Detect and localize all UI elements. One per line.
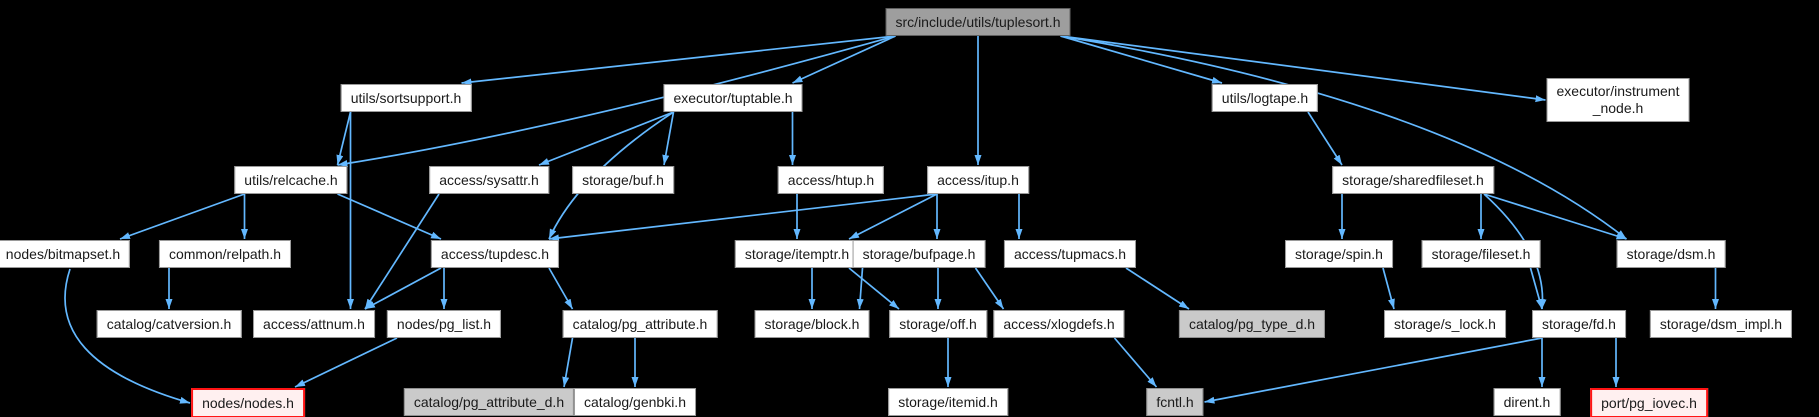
edge-tupdesc-to-pg_attribute	[548, 267, 574, 310]
node-instrument-line: _node.h	[1592, 100, 1644, 116]
node-tuptable[interactable]: executor/tuptable.h	[663, 84, 803, 112]
edge-itup-to-tupdesc	[548, 193, 938, 242]
edge-pg_list-to-nodes	[294, 337, 398, 388]
node-tupdesc[interactable]: access/tupdesc.h	[430, 240, 560, 268]
node-instrument-line: executor/instrument	[1556, 83, 1680, 99]
edge-fileset-to-fd	[1529, 267, 1543, 310]
node-relpath[interactable]: common/relpath.h	[158, 240, 292, 268]
edge-logtape-to-sharedfileset	[1307, 111, 1343, 166]
edge-relcache-to-tupdesc	[337, 193, 442, 240]
edge-itup-to-itemptr	[848, 193, 938, 240]
edge-tuplesort-to-logtape	[1060, 35, 1223, 84]
edge-tuplesort-to-tuptable	[792, 35, 896, 84]
edge-sortsupport-to-relcache	[336, 111, 352, 166]
node-pg_list[interactable]: nodes/pg_list.h	[386, 310, 502, 338]
edge-bitmapset-to-nodes	[64, 268, 191, 404]
node-pg_iovec[interactable]: port/pg_iovec.h	[1590, 388, 1708, 417]
edge-tuplesort-to-relcache	[337, 35, 896, 167]
node-off[interactable]: storage/off.h	[889, 310, 987, 338]
node-itemptr[interactable]: storage/itemptr.h	[734, 240, 860, 268]
node-sharedfileset[interactable]: storage/sharedfileset.h	[1332, 166, 1494, 194]
node-logtape[interactable]: utils/logtape.h	[1211, 84, 1319, 112]
node-pg_type_d[interactable]: catalog/pg_type_d.h	[1178, 310, 1326, 338]
edge-sysattr-to-attnum	[364, 193, 440, 310]
node-catversion[interactable]: catalog/catversion.h	[96, 310, 242, 338]
node-htup[interactable]: access/htup.h	[777, 166, 885, 194]
edge-bufpage-to-xlogdefs	[974, 267, 1005, 310]
node-genbki[interactable]: catalog/genbki.h	[574, 388, 696, 416]
node-dsm[interactable]: storage/dsm.h	[1616, 240, 1726, 268]
node-fcntl[interactable]: fcntl.h	[1146, 388, 1204, 416]
node-nodes[interactable]: nodes/nodes.h	[191, 388, 305, 417]
edge-tupmacs-to-pg_type_d	[1125, 267, 1190, 310]
edge-tuptable-to-sysattr	[538, 111, 674, 166]
node-pg_attribute[interactable]: catalog/pg_attribute.h	[562, 310, 718, 338]
node-itemid[interactable]: storage/itemid.h	[888, 388, 1008, 416]
node-dsm_impl[interactable]: storage/dsm_impl.h	[1649, 310, 1793, 338]
edge-spin-to-s_lock	[1382, 267, 1395, 310]
node-fileset[interactable]: storage/fileset.h	[1421, 240, 1541, 268]
node-sortsupport[interactable]: utils/sortsupport.h	[340, 84, 472, 112]
node-dirent[interactable]: dirent.h	[1493, 388, 1561, 416]
node-block[interactable]: storage/block.h	[754, 310, 870, 338]
edge-tuplesort-to-dsm	[1060, 35, 1628, 240]
node-attnum[interactable]: access/attnum.h	[253, 310, 375, 338]
node-bufpage[interactable]: storage/bufpage.h	[852, 240, 986, 268]
node-s_lock[interactable]: storage/s_lock.h	[1384, 310, 1506, 338]
node-pg_attribute_d[interactable]: catalog/pg_attribute_d.h	[403, 388, 575, 416]
node-fd[interactable]: storage/fd.h	[1532, 310, 1626, 338]
node-tupmacs[interactable]: access/tupmacs.h	[1003, 240, 1137, 268]
edge-relcache-to-bitmapset	[119, 193, 245, 240]
node-tuplesort[interactable]: src/include/utils/tuplesort.h	[885, 8, 1071, 36]
node-bitmapset[interactable]: nodes/bitmapset.h	[0, 240, 131, 268]
node-sysattr[interactable]: access/sysattr.h	[429, 166, 549, 194]
edge-fd-to-fcntl	[1204, 337, 1543, 404]
edge-bufpage-to-block	[856, 267, 864, 310]
node-relcache[interactable]: utils/relcache.h	[234, 166, 348, 194]
edge-sharedfileset-to-dsm	[1483, 193, 1627, 240]
edge-tupdesc-to-attnum	[364, 267, 442, 310]
edge-pg_attribute-to-pg_attribute_d	[562, 337, 574, 388]
node-itup[interactable]: access/itup.h	[927, 166, 1029, 194]
node-xlogdefs[interactable]: access/xlogdefs.h	[993, 310, 1125, 338]
node-spin[interactable]: storage/spin.h	[1285, 240, 1393, 268]
edge-itemptr-to-off	[848, 267, 900, 310]
node-buf[interactable]: storage/buf.h	[572, 166, 674, 194]
edge-tuplesort-to-instrument	[1060, 35, 1546, 103]
edge-xlogdefs-to-fcntl	[1113, 337, 1158, 388]
node-instrument[interactable]: executor/instrument_node.h	[1546, 78, 1690, 122]
edge-tuplesort-to-sortsupport	[461, 35, 896, 86]
edge-tuptable-to-buf	[662, 111, 675, 166]
